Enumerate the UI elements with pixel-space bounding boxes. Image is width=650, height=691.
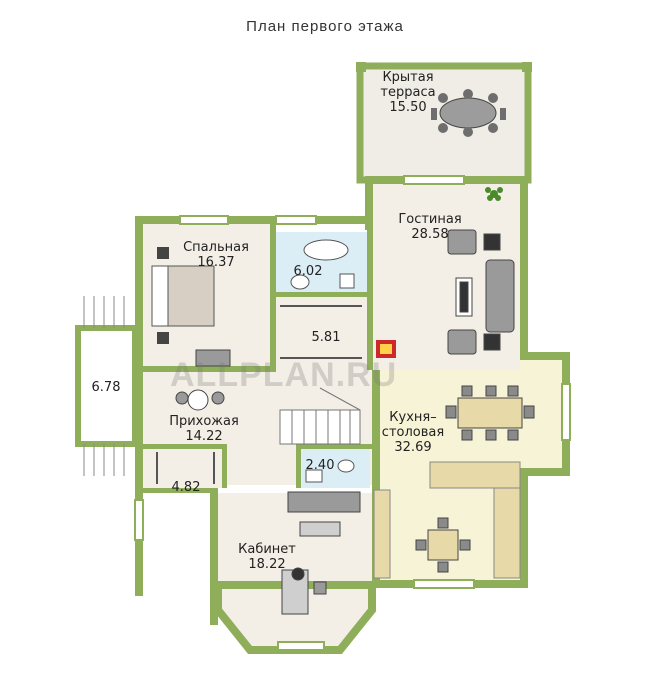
kitchen-counter <box>373 461 521 579</box>
terrace-floor <box>356 62 532 184</box>
terrace-name-line1: Крытая <box>382 70 434 85</box>
study-name: Кабинет <box>238 542 296 557</box>
bedroom-name: Спальная <box>183 240 249 255</box>
study-label: Кабинет 18.22 <box>232 542 302 572</box>
porch-area: 6.78 <box>91 380 121 395</box>
stairs <box>279 387 361 445</box>
living-furniture <box>447 229 515 355</box>
windows <box>134 175 571 651</box>
porch-floor <box>75 325 138 447</box>
hall-furniture <box>175 349 231 411</box>
kitchen-name-line2: столовая <box>381 425 445 440</box>
plan-title: План первого этажа <box>246 18 404 35</box>
dressing-area: 5.81 <box>311 330 341 345</box>
bed <box>151 247 215 344</box>
fireplace-icon <box>376 340 396 358</box>
terrace-area: 15.50 <box>389 100 427 115</box>
living-name: Гостиная <box>398 212 462 227</box>
study-furniture <box>281 491 361 615</box>
study-area: 18.22 <box>248 557 286 572</box>
bedroom-area: 16.37 <box>197 255 235 270</box>
plant-icon <box>485 187 503 201</box>
terrace-name-line2: терраса <box>380 85 436 100</box>
bath-fixtures <box>290 239 355 483</box>
kitchen-name-line1: Кухня– <box>389 410 437 425</box>
closet-area: 4.82 <box>171 480 201 495</box>
hall-name: Прихожая <box>169 414 239 429</box>
hall-area: 14.22 <box>185 429 223 444</box>
interior-walls <box>143 224 380 490</box>
living-label: Гостиная 28.58 <box>390 212 470 242</box>
watermark: ALLPLAN.RU <box>170 356 398 394</box>
wardrobe-racks <box>156 305 362 484</box>
kitchen-label: Кухня– столовая 32.69 <box>378 410 448 455</box>
living-area: 28.58 <box>411 227 449 242</box>
terrace-table <box>431 89 506 137</box>
terrace-label: Крытая терраса 15.50 <box>368 70 448 115</box>
dining-table <box>445 385 535 441</box>
small-table <box>415 517 471 573</box>
kitchen-area: 32.69 <box>394 440 432 455</box>
bath-area: 6.02 <box>293 264 323 279</box>
porch-steps <box>83 296 125 476</box>
wc-area: 2.40 <box>305 458 335 473</box>
bedroom-label: Спальная 16.37 <box>176 240 256 270</box>
study-bay <box>214 581 376 654</box>
hall-label: Прихожая 14.22 <box>164 414 244 444</box>
